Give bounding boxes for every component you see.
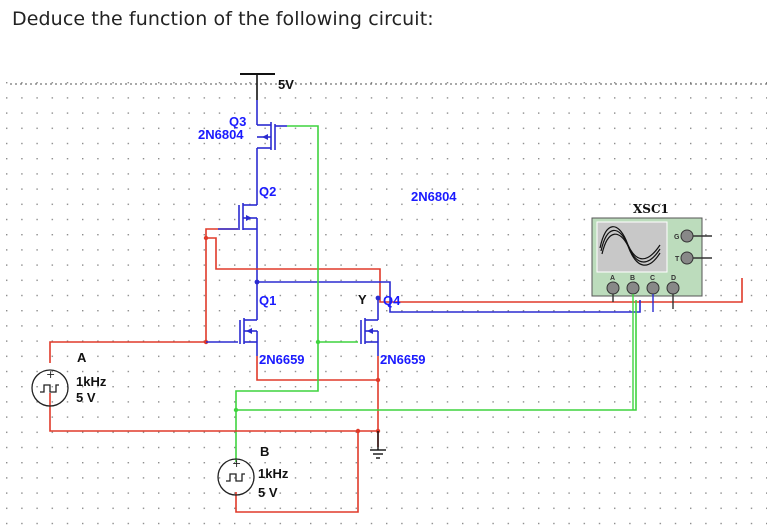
q4-top-part-label: 2N6804: [411, 189, 457, 204]
q1-part-label: 2N6659: [259, 352, 305, 367]
source-b-name: B: [260, 444, 269, 459]
ground-symbol: [370, 431, 386, 459]
oscilloscope-name: XSC1: [633, 202, 669, 216]
waveform-icon: [599, 226, 661, 266]
transistor-q3[interactable]: Q3 2N6804: [198, 100, 287, 150]
q3-ref-label: Q3: [229, 114, 246, 129]
wire-input-a: [49, 228, 238, 363]
grid-background: [0, 78, 767, 530]
transistor-q4[interactable]: Y Q4 2N6659 2N6804: [358, 189, 457, 367]
source-b-amplitude: 5 V: [258, 485, 278, 500]
output-net-label: Y: [358, 292, 367, 307]
q4-ref-label: Q4: [383, 293, 401, 308]
source-a-freq: 1kHz: [76, 374, 107, 389]
svg-text:+: +: [232, 457, 241, 470]
terminal-g[interactable]: G: [674, 229, 712, 243]
source-a-name: A: [77, 350, 87, 365]
oscilloscope-xsc1[interactable]: XSC1 G T A B C: [591, 202, 712, 410]
svg-text:T: T: [675, 256, 680, 263]
channel-c-terminal[interactable]: C: [646, 275, 660, 312]
wire-output-y: [257, 281, 641, 313]
vdd-supply: 5V: [240, 73, 294, 100]
q1-ref-label: Q1: [259, 293, 276, 308]
q4-part-label: 2N6659: [380, 352, 426, 367]
svg-text:+: +: [46, 368, 55, 381]
terminal-t[interactable]: T: [675, 251, 712, 265]
svg-text:C: C: [650, 275, 655, 282]
source-b[interactable]: + B 1kHz 5 V: [217, 444, 289, 500]
channel-b-terminal[interactable]: B: [626, 275, 640, 410]
source-b-freq: 1kHz: [258, 466, 289, 481]
channel-a-terminal[interactable]: A: [606, 275, 620, 302]
q2-ref-label: Q2: [259, 184, 276, 199]
svg-text:G: G: [674, 234, 680, 241]
svg-text:D: D: [671, 275, 676, 282]
supply-label: 5V: [278, 77, 294, 92]
q3-part-label: 2N6804: [198, 127, 244, 142]
svg-text:B: B: [630, 275, 635, 282]
transistor-q1[interactable]: Q1 2N6659: [239, 282, 305, 367]
wire-input-b: [235, 125, 319, 462]
circuit-schematic: 5V Q3 2N6804 Q2: [0, 73, 767, 530]
source-a-amplitude: 5 V: [76, 390, 96, 405]
channel-d-terminal[interactable]: D: [666, 275, 680, 309]
source-a[interactable]: + A 1kHz 5 V: [31, 350, 107, 407]
transistor-q2[interactable]: Q2: [238, 184, 276, 282]
svg-text:A: A: [610, 275, 615, 282]
question-text: Deduce the function of the following cir…: [12, 8, 434, 30]
